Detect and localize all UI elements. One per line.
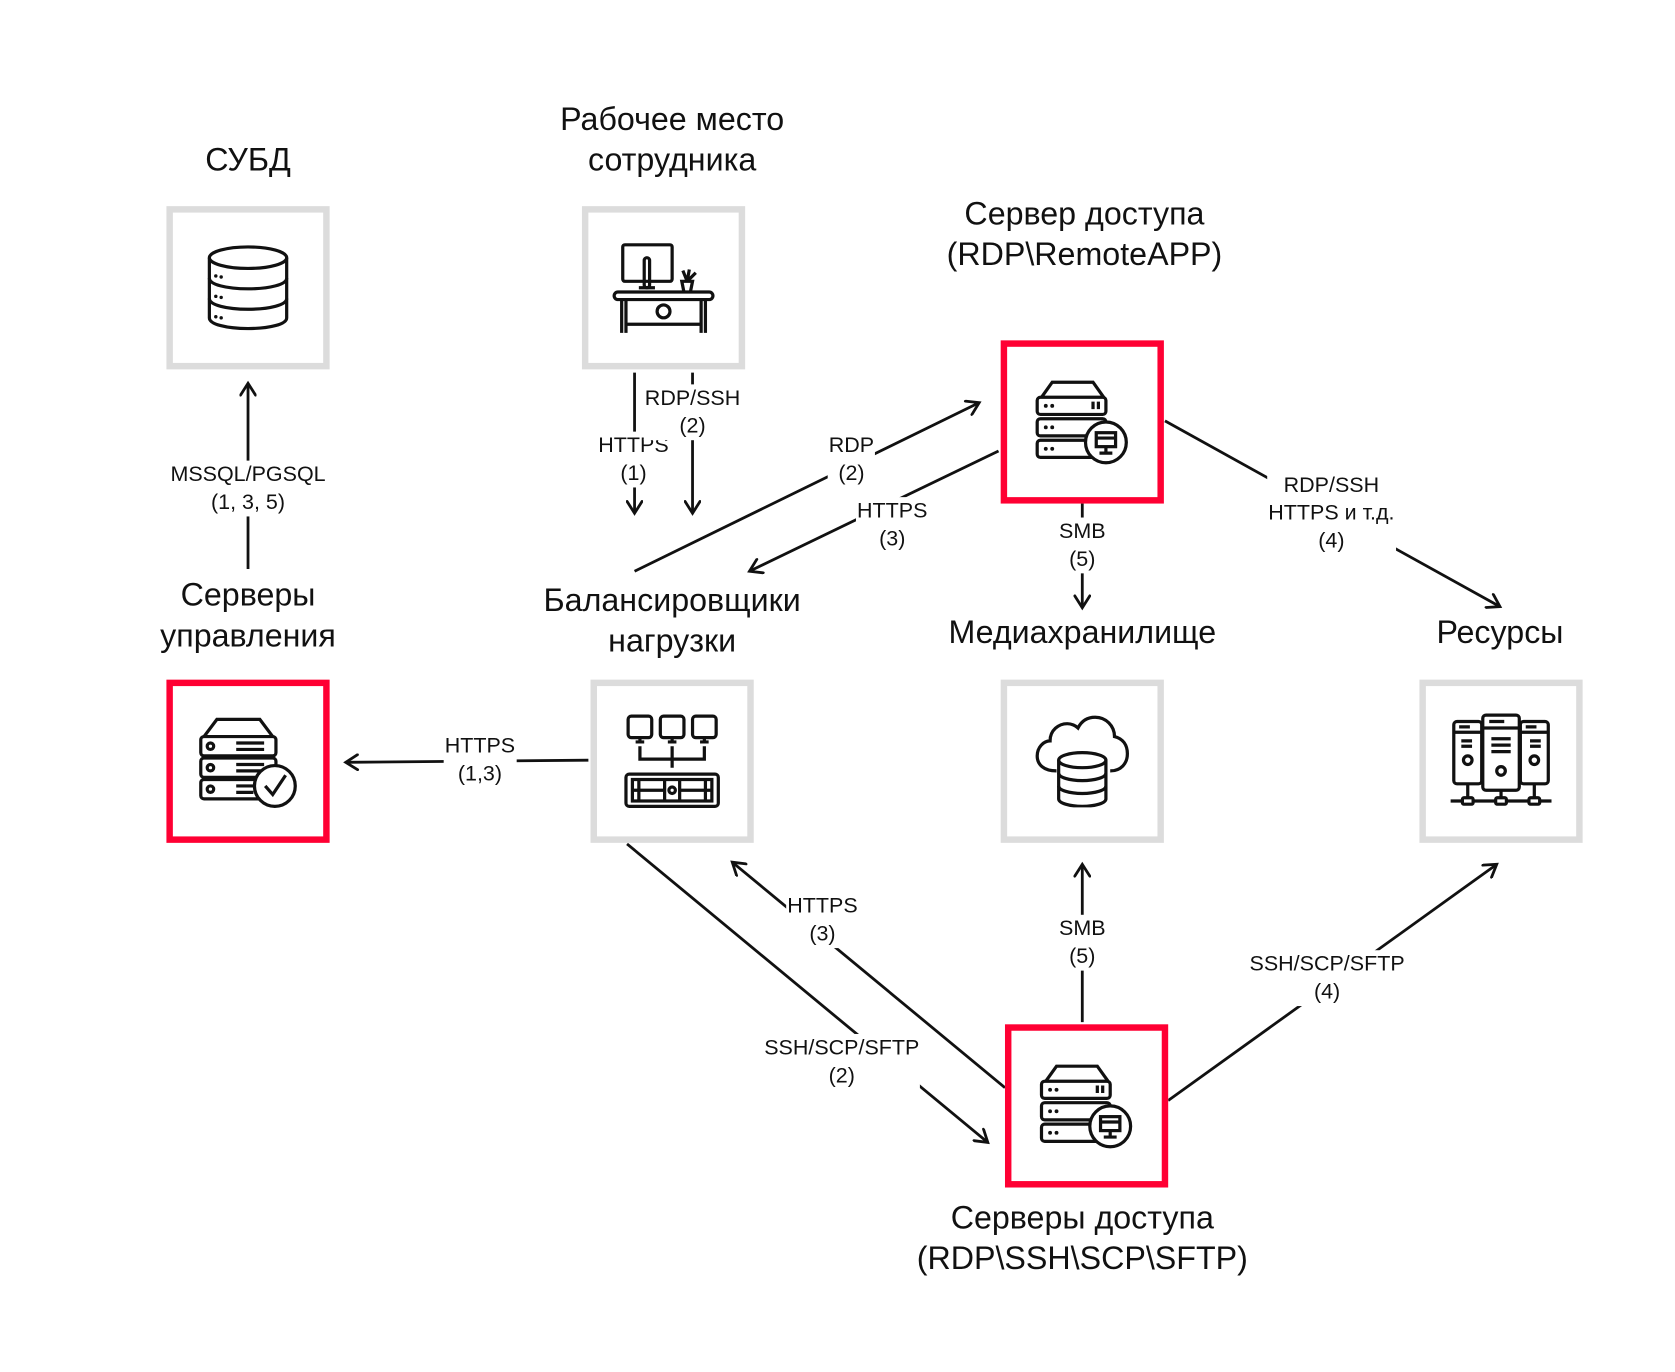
protocol-label: SMB [1059,519,1106,544]
title-line: Ресурсы [1436,615,1564,651]
cloud-database-icon [1035,715,1129,808]
protocol-label: SSH/SCP/SFTP [764,1036,920,1060]
steps-label: (5) [1069,547,1096,572]
node-title-load-balancers: Балансировщики нагрузки [544,581,801,663]
node-management-servers[interactable] [166,679,330,843]
protocol-label: HTTPS [857,499,928,523]
node-access-servers-ssh[interactable] [1004,1024,1169,1188]
server-monitor-icon [1035,380,1128,465]
protocol-label: HTTPS [787,894,858,919]
edge-label-rdp-server-to-resources: RDP/SSH HTTPS и т.д. (4) [1267,471,1396,556]
edge-label-ssh-server-to-lb: HTTPS (3) [786,892,859,949]
edge-label-ssh-server-to-resources: SSH/SCP/SFTP (4) [1248,950,1406,1007]
steps-label: (2) [828,1064,855,1088]
edge-label-lb-to-rdp-server: RDP (2) [827,431,876,488]
protocol-label: MSSQL/PGSQL [170,462,326,487]
title-line: Серверы доступа [950,1200,1214,1236]
edge-ssh-server-to-lb [732,862,1006,1089]
edge-label-ssh-server-to-media: SMB (5) [1057,914,1107,971]
edge-label-lb-to-ssh-server: SSH/SCP/SFTP (2) [763,1033,921,1090]
edge-lb-to-ssh-server [626,842,988,1142]
protocol-label: SSH/SCP/SFTP [1249,952,1405,976]
desk-computer-icon [612,243,715,333]
load-balancer-icon [624,714,720,808]
steps-label: (5) [1069,944,1096,969]
node-resources[interactable] [1419,679,1583,843]
steps-label: (3) [809,922,836,946]
steps-label: (3) [879,527,906,551]
node-load-balancers[interactable] [590,679,754,843]
title-line: (RDP\RemoteAPP) [946,237,1223,273]
steps-label: (4) [1318,529,1345,553]
edge-lb-to-rdp-server [633,403,980,573]
title-line: Серверы [180,577,316,614]
node-title-access-servers-ssh: Серверы доступа (RDP\SSH\SCP\SFTP) [917,1198,1248,1280]
protocol-label: HTTPS [444,734,516,759]
steps-label: (2) [838,461,865,486]
title-line: нагрузки [608,623,737,660]
steps-label: (1, 3, 5) [211,490,286,515]
title-line: Сервер доступа [964,196,1205,232]
node-title-workstation: Рабочее место сотрудника [560,100,784,182]
protocol-label: RDP/SSH [1283,473,1380,498]
protocol-label: RDP [828,433,875,458]
steps-label: (1,3) [457,762,503,786]
title-line: сотрудника [587,142,757,179]
steps-label: (2) [679,414,706,439]
node-access-server-rdp[interactable] [1000,340,1164,504]
title-line: (RDP\SSH\SCP\SFTP) [916,1241,1248,1277]
title-line: СУБД [205,142,291,179]
edge-label-workstation-https: HTTPS (1) [597,431,670,488]
node-title-management-servers: Серверы управления [160,576,336,658]
database-icon [207,245,289,331]
protocol-label: SMB [1059,916,1106,941]
edge-label-workstation-rdpssh: RDP/SSH (2) [643,384,742,441]
node-workstation[interactable] [581,206,746,370]
title-line: Медиахранилище [948,615,1217,651]
title-line: Рабочее место [560,102,785,138]
server-monitor-icon [1039,1064,1133,1149]
steps-label: (1) [620,461,647,486]
edge-label-rdp-server-to-media: SMB (5) [1057,517,1107,574]
title-line: управления [160,618,336,654]
node-title-resources: Ресурсы [1436,613,1563,654]
title-line: Балансировщики [543,583,801,619]
node-title-access-server-rdp: Сервер доступа (RDP\RemoteAPP) [947,194,1223,276]
edge-label-mgmt-to-dbms: MSSQL/PGSQL (1, 3, 5) [169,460,327,517]
server-check-icon [199,717,297,808]
server-rack-network-icon [1450,713,1552,806]
node-title-media-storage: Медиахранилище [948,613,1216,654]
node-title-dbms: СУБД [205,141,291,182]
steps-label: (4) [1313,980,1341,1004]
node-dbms[interactable] [166,206,330,370]
protocol-label: RDP/SSH [644,386,741,411]
edge-label-rdp-server-to-lb: HTTPS (3) [855,497,929,553]
protocol-label-2: HTTPS и т.д. [1268,501,1395,526]
edge-label-lb-to-mgmt: HTTPS (1,3) [443,732,517,789]
node-media-storage[interactable] [1000,679,1164,843]
